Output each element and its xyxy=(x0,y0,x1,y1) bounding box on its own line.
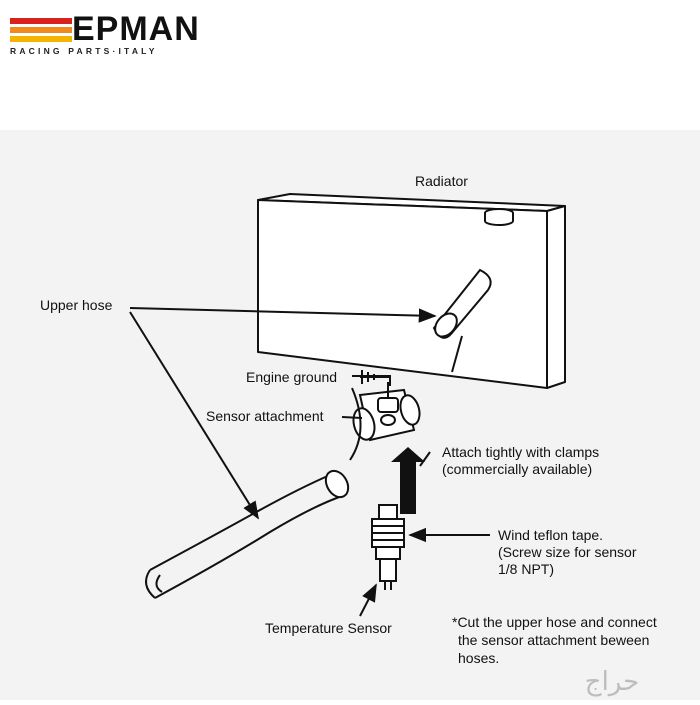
logo-wordmark: EPMAN xyxy=(72,10,200,48)
radiator-label: Radiator xyxy=(415,173,468,189)
radiator-side-face xyxy=(546,205,566,389)
header: EPMAN RACING PARTS·ITALY xyxy=(0,0,700,130)
teflon-label-line3: 1/8 NPT) xyxy=(498,561,554,577)
engine-ground-label: Engine ground xyxy=(246,369,337,385)
sensor-attachment-part xyxy=(352,382,421,442)
pointer-lines xyxy=(129,307,490,617)
logo-stripe-red xyxy=(10,18,72,24)
installation-diagram: Radiator Upper hose Engine ground Sensor… xyxy=(40,173,657,697)
clamps-label-line2: (commercially available) xyxy=(442,461,592,477)
logo-stripes xyxy=(10,18,72,45)
diagram-panel: Radiator Upper hose Engine ground Sensor… xyxy=(0,130,700,700)
watermark: حراج xyxy=(585,666,639,697)
note-line2: the sensor attachment beween xyxy=(458,632,649,648)
clamps-label-line1: Attach tightly with clamps xyxy=(442,444,599,460)
upper-hose-label: Upper hose xyxy=(40,297,113,313)
teflon-label-line1: Wind teflon tape. xyxy=(498,527,603,543)
logo-tagline: RACING PARTS·ITALY xyxy=(10,46,158,56)
temperature-sensor-label: Temperature Sensor xyxy=(265,620,392,636)
teflon-label-line2: (Screw size for sensor xyxy=(498,544,637,560)
logo-stripe-yellow xyxy=(10,36,72,42)
sensor-attachment-label: Sensor attachment xyxy=(206,408,324,424)
radiator xyxy=(257,193,566,389)
note-line1: *Cut the upper hose and connect xyxy=(452,614,657,630)
note-line3: hoses. xyxy=(458,650,499,666)
up-arrow-icon xyxy=(391,447,425,514)
upper-hose xyxy=(145,469,350,599)
radiator-front-face xyxy=(257,199,548,389)
radiator-cap-body xyxy=(484,213,514,226)
temperature-sensor-part xyxy=(371,504,405,590)
radiator-outlet-pipe xyxy=(432,268,492,339)
logo-stripe-orange xyxy=(10,27,72,33)
